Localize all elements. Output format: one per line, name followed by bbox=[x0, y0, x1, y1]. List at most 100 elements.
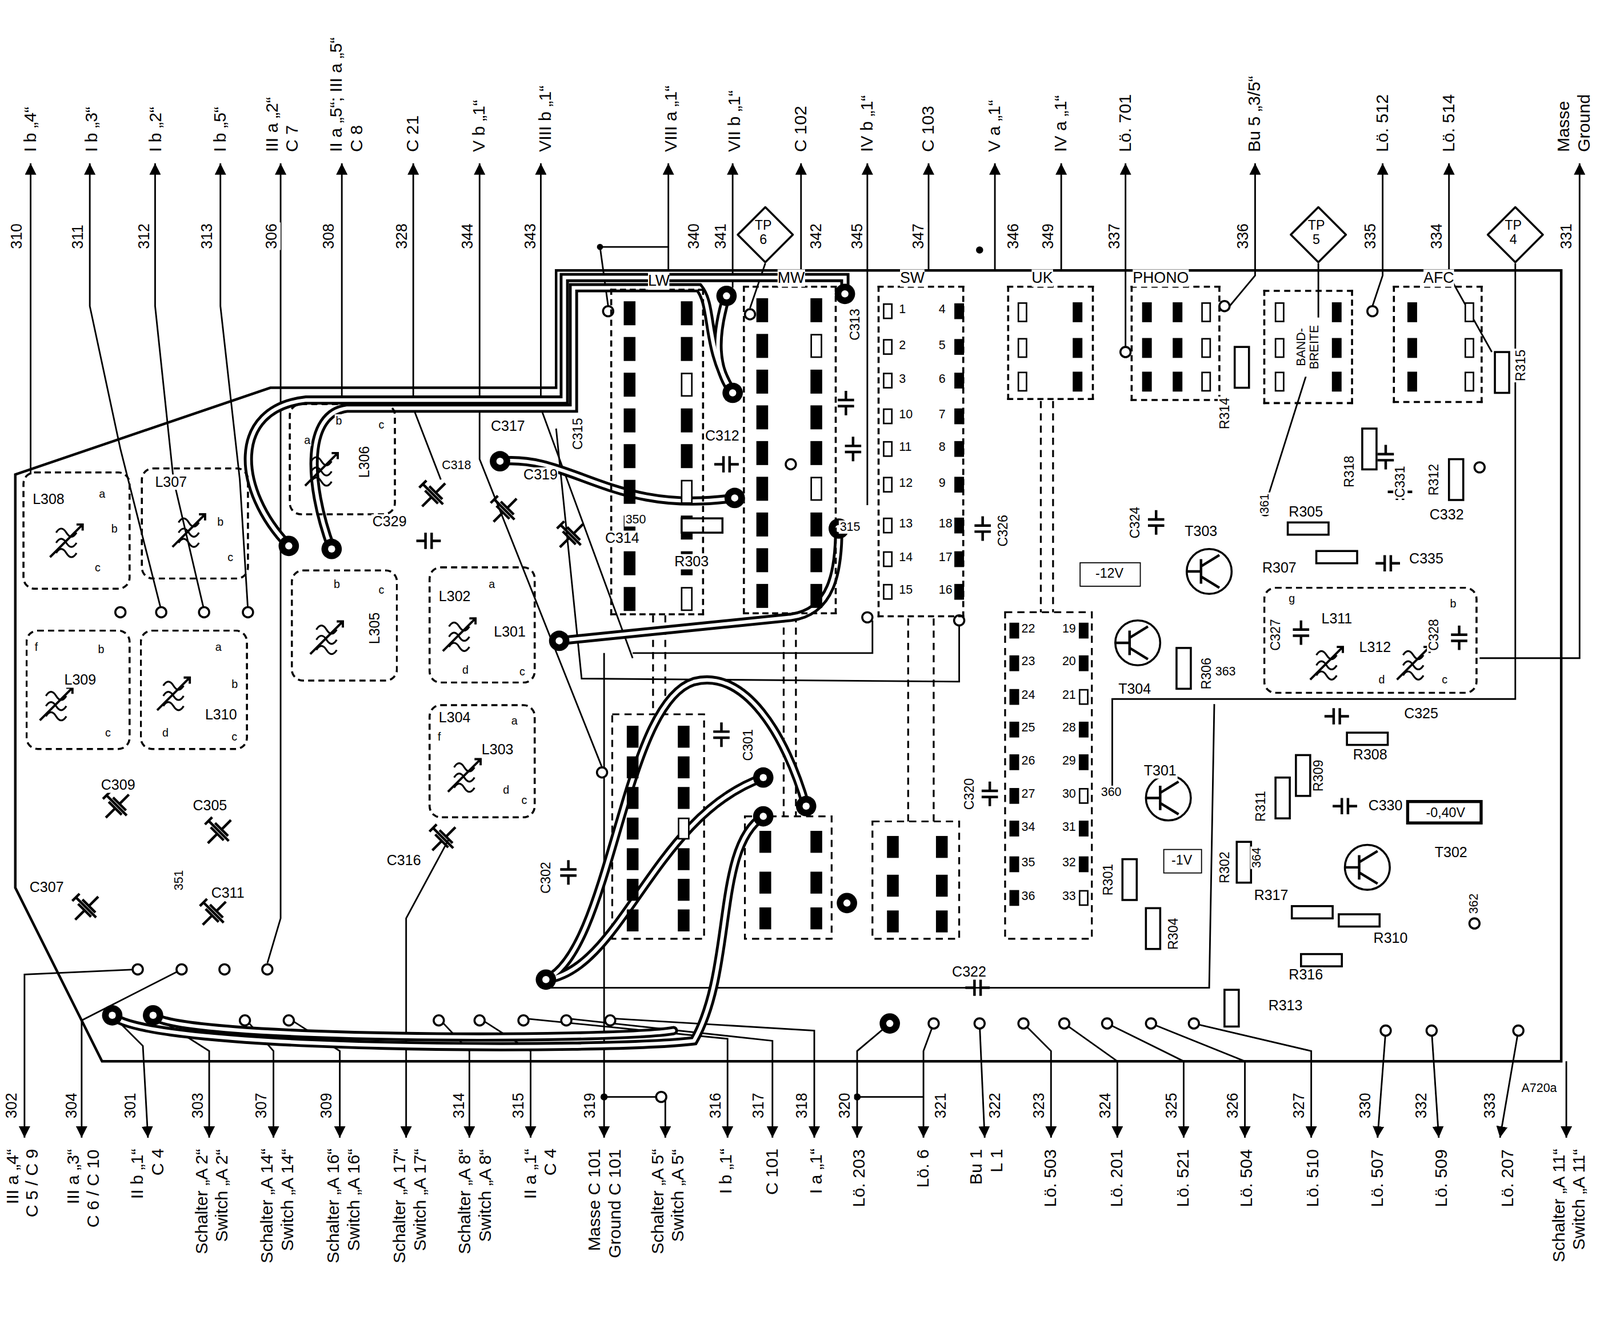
callout-number: 333 bbox=[1481, 1092, 1498, 1120]
trimmer-capacitor bbox=[421, 816, 466, 860]
switch-contact bbox=[1142, 372, 1151, 391]
trimmer-capacitor bbox=[482, 488, 527, 532]
solder-pad bbox=[115, 607, 126, 618]
coil-label: L310 bbox=[205, 707, 238, 723]
lead-wire bbox=[857, 1023, 890, 1138]
pin-letter: c bbox=[93, 561, 102, 574]
coil-slug bbox=[50, 524, 83, 558]
solder-pad bbox=[102, 283, 1524, 1102]
wire-label: Switch „A 17“ bbox=[410, 1148, 430, 1252]
solder-pad bbox=[176, 964, 187, 975]
switch-block: AFC bbox=[1393, 285, 1483, 403]
switch-block-outline bbox=[872, 821, 960, 939]
switch-contact bbox=[1173, 338, 1182, 358]
callout-number: 310 bbox=[7, 222, 24, 250]
pin-letter: b bbox=[110, 522, 119, 535]
callout-number: 314 bbox=[450, 1092, 467, 1120]
wire-label: II a „5“; III a „5“ bbox=[326, 36, 346, 154]
copper-trace bbox=[545, 680, 806, 980]
capacitor-symbol bbox=[1450, 625, 1468, 651]
resistor-symbol bbox=[1236, 841, 1251, 883]
capacitor-symbol bbox=[1324, 708, 1350, 725]
pin-number: 22 bbox=[1020, 622, 1036, 636]
switch-contact bbox=[1010, 722, 1019, 737]
resistor-symbol bbox=[1292, 906, 1333, 919]
capacitor-symbol bbox=[714, 456, 739, 473]
solder-pad bbox=[283, 1015, 294, 1026]
switch-contact bbox=[624, 302, 635, 325]
switch-contact bbox=[624, 373, 635, 396]
switch-block-outline bbox=[1040, 401, 1042, 613]
part-label: T304 bbox=[1117, 681, 1152, 698]
large-pad bbox=[843, 899, 851, 907]
part-label: R302 bbox=[1217, 850, 1232, 885]
trimmer-capacitor bbox=[411, 472, 455, 516]
solder-pad bbox=[156, 607, 167, 618]
switch-contact bbox=[883, 304, 892, 319]
part-label: C318 bbox=[440, 459, 472, 474]
part-label: R313 bbox=[1267, 997, 1304, 1014]
lead-wire bbox=[604, 1096, 662, 1098]
pin-number: 27 bbox=[1020, 788, 1036, 802]
wire-label: I b „2“ bbox=[146, 105, 166, 154]
switch-contact bbox=[1408, 372, 1416, 391]
wire-label: Lö. 510 bbox=[1303, 1148, 1323, 1208]
pin-number: 9 bbox=[937, 476, 947, 491]
copper-trace bbox=[112, 816, 763, 1047]
resistor-symbol bbox=[1346, 732, 1388, 745]
transistor-symbol bbox=[1345, 850, 1378, 884]
switch-contact bbox=[757, 370, 768, 393]
switch-contact bbox=[888, 836, 899, 858]
switch-contact bbox=[1079, 788, 1088, 803]
part-label: 363 bbox=[1214, 665, 1237, 679]
wire-label: C 4 bbox=[148, 1147, 168, 1177]
solder-pad bbox=[1219, 301, 1230, 312]
part-label: R312 bbox=[1426, 462, 1442, 497]
wire-label: Schalter „A 17“ bbox=[390, 1147, 410, 1264]
capacitor-symbol bbox=[1377, 445, 1395, 470]
switch-contact bbox=[1202, 338, 1211, 358]
part-label: R303 bbox=[673, 554, 710, 570]
wire-label: Lö. 512 bbox=[1373, 93, 1392, 154]
coil-symbol bbox=[448, 759, 481, 792]
pin-number: 30 bbox=[1061, 788, 1077, 802]
large-pad bbox=[149, 1012, 158, 1020]
resistor-symbol bbox=[1338, 914, 1380, 927]
resistor-symbol bbox=[1145, 908, 1160, 949]
switch-contact bbox=[936, 875, 947, 896]
pin-letter: c bbox=[518, 665, 526, 678]
large-pad bbox=[722, 292, 731, 300]
lead-wire bbox=[1023, 1023, 1051, 1138]
coil-slug bbox=[310, 621, 343, 655]
part-label: R301 bbox=[1101, 862, 1116, 897]
switch-contact bbox=[757, 406, 768, 429]
switch-contact bbox=[624, 480, 635, 503]
switch-contact bbox=[883, 441, 892, 456]
switch-contact bbox=[760, 908, 771, 929]
switch-contact bbox=[678, 879, 690, 900]
wire-label: C 5 / C 9 bbox=[22, 1148, 42, 1219]
wire-label: II b „1“ bbox=[128, 1148, 147, 1200]
resistor-symbol bbox=[1288, 522, 1329, 535]
callout-number: 340 bbox=[685, 222, 702, 250]
solder-pad bbox=[1102, 1018, 1113, 1029]
capacitor-symbol bbox=[974, 516, 991, 542]
wire-label: Switch „A 16“ bbox=[344, 1148, 364, 1252]
copper-trace bbox=[559, 528, 839, 641]
switch-contact bbox=[627, 910, 638, 931]
coil-can: L309 bbox=[25, 629, 131, 751]
part-label: C312 bbox=[704, 428, 740, 444]
wire-label: Switch „A 8“ bbox=[476, 1148, 495, 1243]
resistor-symbol bbox=[1224, 989, 1239, 1027]
lead-wire bbox=[1265, 263, 1319, 506]
part-label: R307 bbox=[1261, 560, 1298, 576]
transistor-symbol bbox=[1115, 620, 1161, 666]
copper-trace bbox=[717, 296, 733, 394]
pin-number: 32 bbox=[1061, 856, 1077, 870]
copper-trace bbox=[545, 680, 806, 980]
copper-trace bbox=[500, 460, 735, 502]
coil-slug bbox=[157, 677, 190, 711]
solder-pad bbox=[474, 1015, 485, 1026]
switch-block-outline bbox=[1005, 612, 1092, 939]
switch-contact bbox=[1332, 302, 1341, 322]
